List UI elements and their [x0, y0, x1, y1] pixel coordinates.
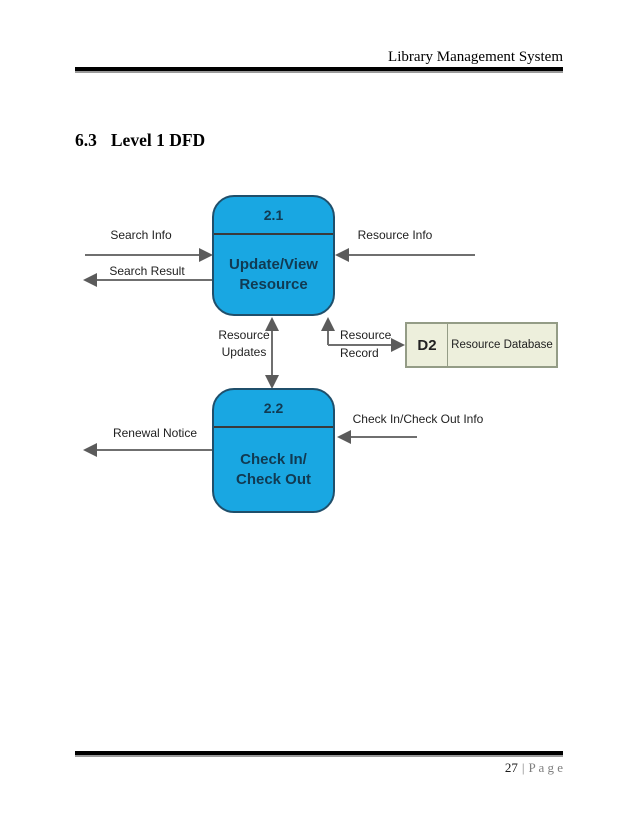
process-2-1-name: Update/View Resource [214, 235, 333, 314]
search-info-arrowhead-icon [199, 248, 213, 262]
process-2-1: 2.1 Update/View Resource [212, 195, 335, 316]
datastore-d2: D2 Resource Database [405, 322, 558, 368]
header-rule [75, 67, 563, 71]
process-2-2-name: Check In/ Check Out [214, 428, 333, 511]
process-2-2-name-line1: Check In/ [240, 450, 307, 468]
flow-label-resource-record: Resource Record [340, 327, 400, 362]
section-heading: 6.3 Level 1 DFD [75, 130, 205, 151]
datastore-d2-id: D2 [407, 324, 448, 366]
page-number: 27|P a g e [505, 760, 563, 776]
page-number-word: P a g e [528, 760, 563, 775]
flow-label-checkin-checkout-info: Check In/Check Out Info [352, 412, 484, 426]
flow-label-resource-info: Resource Info [357, 228, 433, 242]
resource-info-arrowhead-icon [335, 248, 349, 262]
section-title: Level 1 DFD [110, 130, 206, 150]
header-title: Library Management System [388, 49, 563, 65]
page-number-value: 27 [504, 760, 518, 775]
renewal-notice-arrowhead-icon [83, 443, 97, 457]
process-2-1-name-line1: Update/View [229, 255, 318, 273]
datastore-d2-name: Resource Database [451, 339, 553, 351]
flow-label-search-result: Search Result [109, 264, 185, 278]
flow-label-search-info: Search Info [110, 228, 172, 242]
resource-record-up-arrowhead-icon [321, 317, 335, 331]
process-2-2-name-line2: Check Out [235, 470, 311, 488]
resource-updates-down-arrowhead-icon [265, 375, 279, 389]
process-2-1-name-line2: Resource [239, 275, 308, 293]
process-2-2: 2.2 Check In/ Check Out [212, 388, 335, 513]
process-2-1-id: 2.1 [214, 197, 333, 235]
footer-rule [75, 751, 563, 755]
flow-label-resource-updates: Resource Updates [216, 327, 272, 361]
flow-label-resource-record-line2: Record [340, 345, 379, 360]
flow-label-resource-updates-line2: Updates [221, 345, 267, 359]
flow-label-renewal-notice: Renewal Notice [112, 426, 198, 440]
process-2-2-id: 2.2 [214, 390, 333, 428]
page-number-separator: | [521, 760, 525, 775]
section-number: 6.3 [75, 130, 97, 150]
flow-label-resource-updates-line1: Resource [218, 328, 270, 342]
dfd-diagram: 2.1 Update/View Resource 2.2 Check In/ C… [70, 180, 570, 525]
checkin-info-arrowhead-icon [337, 430, 351, 444]
flow-label-resource-record-line1: Resource [340, 328, 392, 342]
